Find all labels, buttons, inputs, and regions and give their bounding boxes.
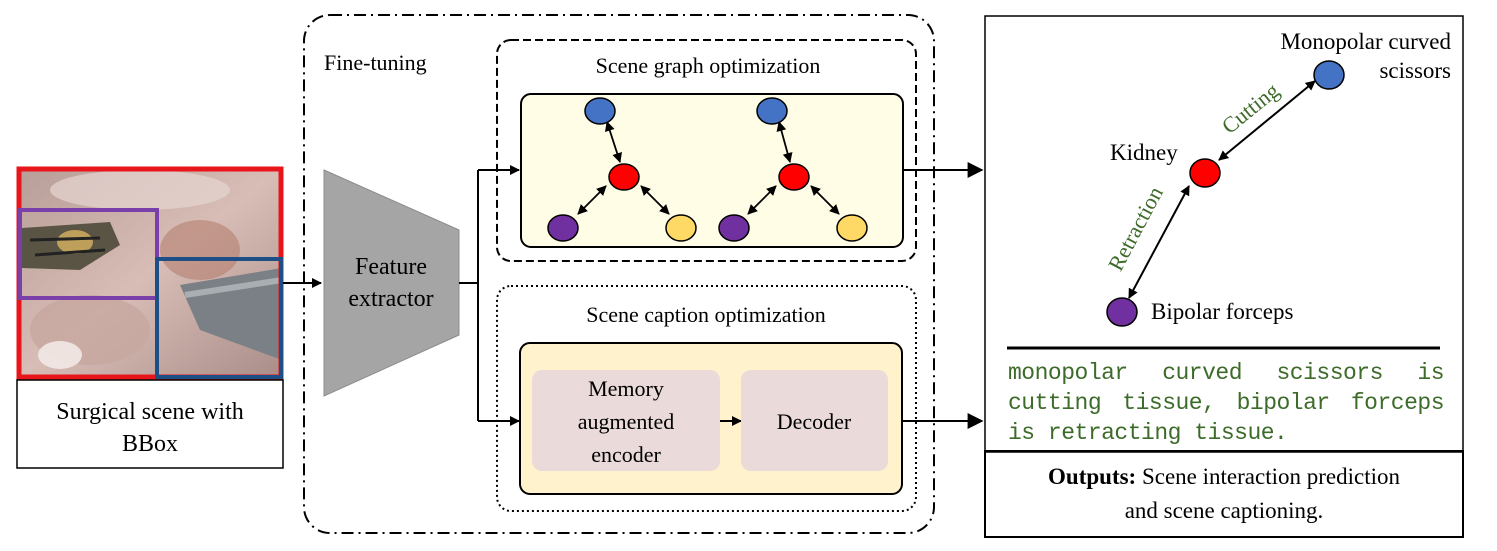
outputs-box (984, 450, 1464, 538)
generated-caption: monopolar curved scissors is cutting tis… (1008, 360, 1445, 446)
input-label-line1: Surgical scene with (56, 399, 244, 425)
outputs-line1: Scene interaction prediction (1136, 464, 1400, 489)
node-blue (756, 97, 788, 125)
encoder-line3: encoder (591, 442, 661, 467)
scene-caption-title: Scene caption optimization (586, 302, 826, 327)
instrument-bbox-purple (18, 208, 159, 300)
tool-bbox-blue (155, 257, 283, 379)
fine-tuning-title: Fine-tuning (324, 50, 427, 75)
outputs-description: Outputs: Scene interaction prediction an… (985, 451, 1463, 537)
node-purple (547, 214, 579, 242)
edge-cutting (1218, 80, 1316, 161)
node-purple (718, 214, 750, 242)
kidney-node (1189, 158, 1221, 188)
encoder-line1: Memory (588, 376, 664, 401)
feature-extractor-line1: Feature (355, 254, 427, 280)
monopolar-node (1313, 60, 1345, 90)
decoder-block (741, 370, 888, 471)
feature-extractor-line2: extractor (348, 286, 433, 312)
feature-extractor-block (323, 169, 460, 397)
edge-label-retraction: Retraction (1103, 182, 1168, 275)
edge-retraction (1128, 185, 1190, 299)
memory-encoder-block (532, 370, 720, 471)
surgical-scene-image (18, 168, 283, 378)
input-label-box (16, 379, 284, 469)
node-yellow (665, 214, 697, 242)
input-label-line2: BBox (122, 431, 178, 457)
bipolar-label: Bipolar forceps (1151, 299, 1293, 324)
edge-label-cutting: Cutting (1217, 78, 1284, 139)
encoder-line2: augmented (578, 409, 675, 434)
outputs-line2: and scene captioning. (1124, 498, 1324, 523)
scene-graph-left (547, 97, 697, 242)
scene-graph-right (718, 97, 868, 242)
scene-caption-frame (496, 285, 917, 512)
node-blue (584, 97, 616, 125)
node-red (608, 163, 640, 191)
branch-arrows (459, 165, 520, 426)
node-red (778, 163, 810, 191)
bipolar-node (1106, 297, 1138, 327)
node-yellow (836, 214, 868, 242)
monopolar-label-line1: Monopolar curved (1280, 29, 1451, 54)
fine-tuning-frame (303, 14, 935, 534)
decoder-label: Decoder (777, 409, 852, 434)
scene-graph-title: Scene graph optimization (596, 53, 821, 78)
kidney-label: Kidney (1110, 140, 1178, 165)
monopolar-label-line2: scissors (1379, 58, 1451, 83)
outputs-bold-label: Outputs: (1048, 464, 1137, 489)
scene-graph-frame (496, 39, 917, 262)
